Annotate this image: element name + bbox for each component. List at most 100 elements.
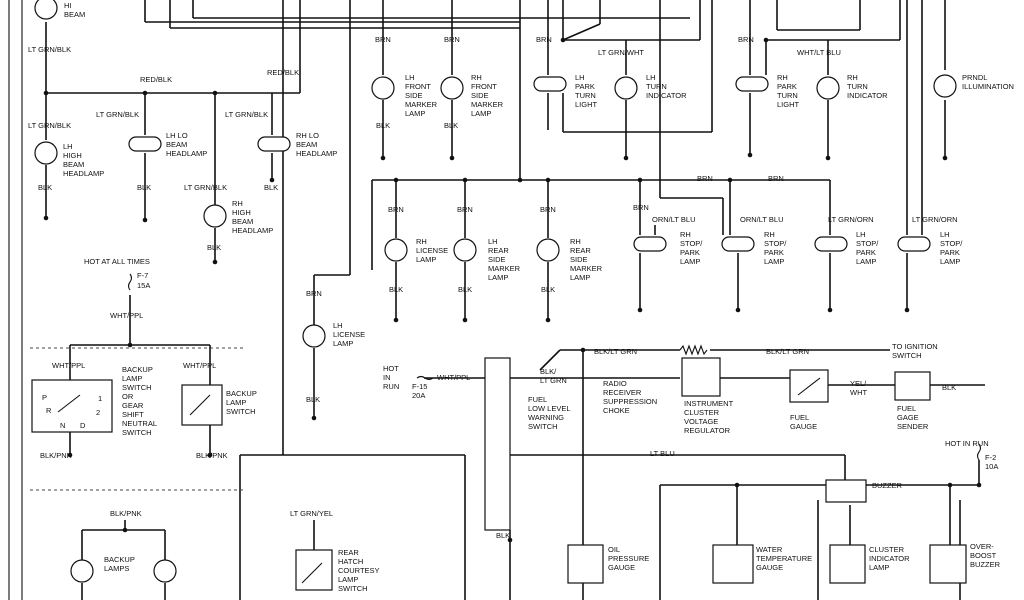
label-wire: LT GRN/BLK (225, 110, 268, 119)
label-blk-lt-grn-a: BLK/ (540, 367, 557, 376)
label-rear-hatch-2: COURTESY (338, 566, 380, 575)
label-wire: ORN/LT BLU (740, 215, 783, 224)
label-wht-ppl: WHT/PPL (110, 311, 143, 320)
label-rh-front-marker-0: RH (471, 73, 482, 82)
label-lh-stop-park-a-1: STOP/ (856, 239, 879, 248)
label-backup-switch2-2: SWITCH (226, 407, 256, 416)
fuse-f2-icon (976, 443, 982, 461)
fuse-f15-icon (416, 375, 434, 381)
label-rh-park-turn-0: RH (777, 73, 788, 82)
lh-park-turn-lamp-icon (533, 76, 567, 92)
wires (8, 0, 985, 600)
oil-pressure-gauge-box (567, 544, 604, 584)
label-rh-front-marker-1: FRONT (471, 82, 497, 91)
label-wire: LT GRN/BLK (96, 110, 139, 119)
label-yel-wht-0: YEL/ (850, 379, 867, 388)
rh-front-marker-lamp-icon (440, 76, 464, 100)
label-wire: LT GRN/ORN (828, 215, 874, 224)
rh-license-lamp-icon (384, 238, 408, 262)
label-rh-license-2: LAMP (416, 255, 436, 264)
label-f15: F-15 (412, 382, 427, 391)
backup-switch-box-2 (181, 384, 223, 426)
label-fuel-sender-0: FUEL (897, 404, 916, 413)
label-lh-high-beam-2: BEAM (63, 160, 84, 169)
label-rh-park-turn-1: PARK (777, 82, 797, 91)
lh-lo-beam-lamp-icon (128, 136, 162, 152)
label-rh-rear-marker-2: SIDE (570, 255, 588, 264)
lh-front-marker-lamp-icon (371, 76, 395, 100)
label-blk: BLK (444, 121, 458, 130)
label-to-ignition-1: SWITCH (892, 351, 922, 360)
label-fuel-low-2: WARNING (528, 413, 564, 422)
label-lh-stop-park-a-3: LAMP (856, 257, 876, 266)
label-blk-pnk: BLK/PNK (110, 509, 142, 518)
label-lh-lo-beam-0: LH LO (166, 131, 188, 140)
label-blk: BLK (458, 285, 472, 294)
label-cvr-3: REGULATOR (684, 426, 731, 435)
label-lh-turn-ind-2: INDICATOR (646, 91, 687, 100)
label-wire: LT GRN/BLK (28, 45, 71, 54)
label-blk-lt-grn-b: LT GRN (540, 376, 567, 385)
label-rh-turn-ind-0: RH (847, 73, 858, 82)
label-blk-pnk: BLK/PNK (40, 451, 72, 460)
label-hot-in-run-1: IN (383, 373, 391, 382)
label-backup-switch-4: GEAR (122, 401, 144, 410)
label-rh-park-turn-2: TURN (777, 91, 798, 100)
label-rh-stop-park-a-0: RH (680, 230, 691, 239)
label-wire: WHT/LT BLU (797, 48, 841, 57)
label-gear-2: 2 (96, 408, 100, 417)
label-lh-front-marker-2: SIDE (405, 91, 423, 100)
backup-switch-lever (189, 394, 211, 416)
label-fuel-low-0: FUEL (528, 395, 547, 404)
label-rh-rear-marker-1: REAR (570, 246, 591, 255)
label-lt-grn-yel: LT GRN/YEL (290, 509, 333, 518)
label-gear-p: P (42, 393, 47, 402)
label-wire: ORN/LT BLU (652, 215, 695, 224)
label-backup-lamps-0: BACKUP (104, 555, 135, 564)
lh-rear-marker-lamp-icon (453, 238, 477, 262)
rear-hatch-switch-box (295, 549, 333, 591)
label-lh-stop-park-a-2: PARK (856, 248, 876, 257)
rh-park-turn-lamp-icon (735, 76, 769, 92)
label-blk: BLK (38, 183, 52, 192)
rh-stop-park-lamp-1-icon (633, 236, 667, 252)
label-lh-stop-park-a-0: LH (856, 230, 866, 239)
label-cluster-ind-1: INDICATOR (869, 554, 910, 563)
label-blk-lt-grn: BLK/LT GRN (594, 347, 637, 356)
label-wire: LT GRN/WHT (598, 48, 644, 57)
label-lh-license-1: LICENSE (333, 330, 365, 339)
label-rh-rear-marker-3: MARKER (570, 264, 603, 273)
label-rh-stop-park-b-3: LAMP (764, 257, 784, 266)
label-brn: BRN (536, 35, 552, 44)
label-brn: BRN (697, 174, 713, 183)
label-radio-choke-1: RECEIVER (603, 388, 642, 397)
label-oil-pressure-1: PRESSURE (608, 554, 649, 563)
label-wire: RED/BLK (267, 68, 299, 77)
label-fuel-sender-2: SENDER (897, 422, 929, 431)
overboost-buzzer-box (929, 544, 967, 584)
label-overboost-0: OVER- (970, 542, 994, 551)
label-gear-r: R (46, 406, 52, 415)
label-rh-rear-marker-0: RH (570, 237, 581, 246)
label-buzzer: BUZZER (872, 481, 903, 490)
label-brn: BRN (633, 203, 649, 212)
label-blk: BLK (137, 183, 151, 192)
label-cluster-ind-2: LAMP (869, 563, 889, 572)
label-blk-lt-grn: BLK/LT GRN (766, 347, 809, 356)
label-oil-pressure-0: OIL (608, 545, 620, 554)
label-lh-stop-park-b-0: LH (940, 230, 950, 239)
label-lh-stop-park-b-2: PARK (940, 248, 960, 257)
label-lh-lo-beam-2: HEADLAMP (166, 149, 207, 158)
label-rh-turn-ind-1: TURN (847, 82, 868, 91)
label-lt-blu: LT BLU (650, 449, 675, 458)
label-cvr-2: VOLTAGE (684, 417, 718, 426)
label-rh-high-beam-0: RH (232, 199, 243, 208)
label-lh-lo-beam-1: BEAM (166, 140, 187, 149)
label-rh-front-marker-4: LAMP (471, 109, 491, 118)
label-brn: BRN (444, 35, 460, 44)
label-lh-front-marker-4: LAMP (405, 109, 425, 118)
label-hot-in-run-0: HOT (383, 364, 399, 373)
label-overboost-1: BOOST (970, 551, 997, 560)
label-f7: F-7 (137, 271, 148, 280)
label-prndl-1: ILLUMINATION (962, 82, 1014, 91)
